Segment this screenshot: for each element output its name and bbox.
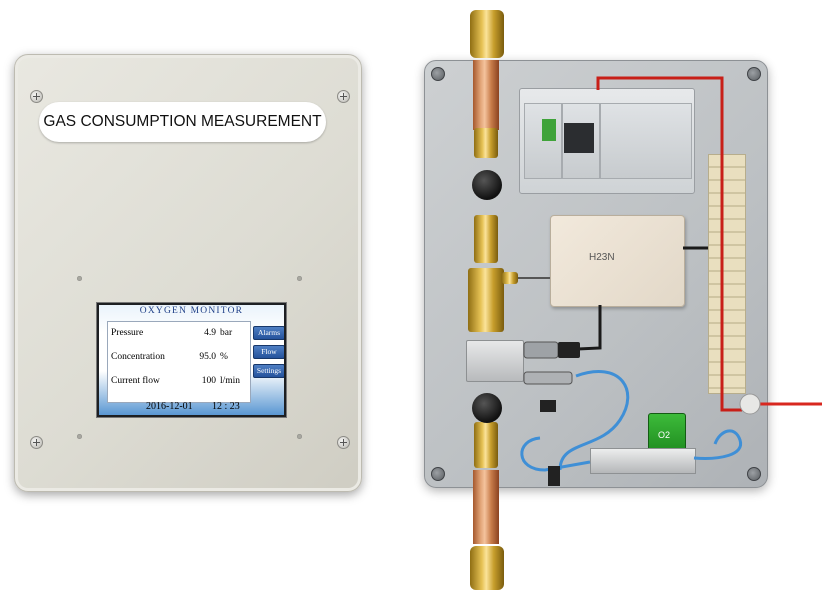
bolt-icon bbox=[747, 67, 761, 81]
screw-icon bbox=[337, 436, 350, 449]
bolt-icon bbox=[431, 67, 445, 81]
din-slot bbox=[600, 103, 692, 179]
sensor-label: O2 bbox=[658, 430, 671, 440]
display-time: 12 : 23 bbox=[212, 401, 240, 412]
sample-tube bbox=[558, 370, 630, 471]
brass-fitting bbox=[474, 422, 498, 468]
ball-valve-icon bbox=[472, 170, 502, 200]
copper-pipe bbox=[473, 470, 499, 544]
rivet-icon bbox=[297, 434, 302, 439]
junction-box: H23N bbox=[550, 215, 685, 307]
screw-icon bbox=[30, 90, 43, 103]
brass-fitting-top bbox=[470, 10, 504, 58]
valve-handle-icon bbox=[540, 400, 556, 412]
connector-icon bbox=[523, 341, 559, 359]
rivet-icon bbox=[77, 434, 82, 439]
cable-gland-icon bbox=[739, 393, 761, 415]
rivet-icon bbox=[297, 276, 302, 281]
alarms-button[interactable]: Alarms bbox=[253, 326, 284, 340]
brass-fitting-bottom bbox=[470, 546, 504, 590]
bolt-icon bbox=[431, 467, 445, 481]
brass-fitting bbox=[474, 128, 498, 158]
display-screen: OXYGEN MONITOR Pressure 4.9 bar Concentr… bbox=[99, 305, 284, 415]
rivet-icon bbox=[77, 276, 82, 281]
pressure-manifold bbox=[466, 340, 524, 382]
bolt-icon bbox=[747, 467, 761, 481]
cable-duct bbox=[708, 154, 746, 394]
sample-tube bbox=[520, 436, 591, 472]
reading-unit: bar bbox=[220, 328, 233, 338]
terminal-block-green bbox=[542, 119, 556, 141]
reading-row-concentration: Concentration 95.0 % bbox=[108, 352, 250, 366]
display-footer: 2016-12-01 12 : 23 bbox=[99, 401, 284, 415]
reading-label: Pressure bbox=[111, 328, 144, 338]
junction-box-label: H23N bbox=[589, 252, 615, 263]
display-date: 2016-12-01 bbox=[146, 401, 193, 412]
touch-display: OXYGEN MONITOR Pressure 4.9 bar Concentr… bbox=[96, 302, 287, 418]
reading-row-pressure: Pressure 4.9 bar bbox=[108, 328, 250, 342]
reading-value: 100 bbox=[201, 376, 216, 386]
screw-icon bbox=[30, 436, 43, 449]
brass-fitting bbox=[474, 215, 498, 263]
ball-valve-icon bbox=[472, 393, 502, 423]
reading-label: Concentration bbox=[111, 352, 165, 362]
reading-unit: % bbox=[220, 352, 228, 362]
flow-sensor-brass bbox=[468, 268, 504, 332]
readings-panel: Pressure 4.9 bar Concentration 95.0 % Cu… bbox=[107, 321, 251, 403]
sample-tube bbox=[693, 429, 743, 460]
flow-button[interactable]: Flow bbox=[253, 345, 284, 359]
reading-value: 4.9 bbox=[204, 328, 216, 338]
connector-icon bbox=[558, 342, 580, 358]
settings-button[interactable]: Settings bbox=[253, 364, 284, 378]
reading-value: 95.0 bbox=[199, 352, 216, 362]
din-slot bbox=[524, 103, 562, 179]
display-title: OXYGEN MONITOR bbox=[139, 306, 244, 316]
din-controller bbox=[519, 88, 695, 194]
fitting-icon bbox=[523, 371, 573, 385]
reading-unit: l/min bbox=[220, 376, 241, 386]
screw-icon bbox=[337, 90, 350, 103]
copper-pipe bbox=[473, 60, 499, 130]
reading-row-flow: Current flow 100 l/min bbox=[108, 376, 250, 390]
front-panel-label: GAS CONSUMPTION MEASUREMENT bbox=[39, 102, 326, 142]
brass-port bbox=[502, 272, 518, 284]
power-cable bbox=[596, 76, 742, 412]
fitting-icon bbox=[548, 466, 560, 486]
reading-label: Current flow bbox=[111, 376, 160, 386]
sample-gas-block bbox=[590, 448, 696, 474]
circuit-breaker bbox=[564, 123, 594, 153]
